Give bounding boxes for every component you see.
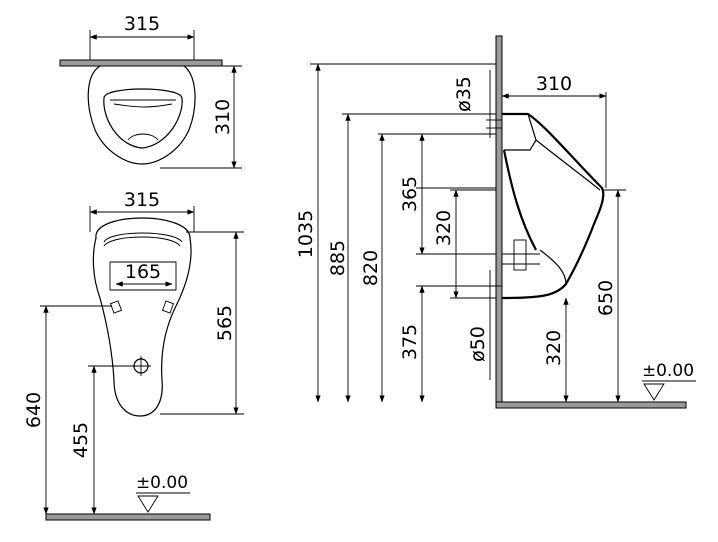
side-view-rim-height-label: 650 — [595, 280, 617, 316]
top-view-width-label: 315 — [124, 13, 160, 35]
front-view-width-label: 315 — [124, 189, 160, 211]
top-view-bowl-inner — [103, 88, 183, 149]
side-view-floor — [495, 401, 687, 409]
side-view-level-triangle-icon — [643, 383, 665, 401]
side-view-outlet-diameter-label: ø50 — [467, 326, 489, 362]
front-view-inner-width-label: 165 — [125, 261, 161, 283]
front-view-floor-level: ±0.00 — [136, 473, 188, 493]
top-view: 315 310 — [59, 13, 242, 169]
side-view-depth-label: 310 — [536, 73, 572, 95]
front-view-outlet-height-label: 455 — [70, 422, 92, 458]
side-view-dim-320-upper-label: 320 — [433, 210, 455, 246]
front-view-mount-height-label: 640 — [23, 392, 45, 428]
top-view-bowl-outline — [87, 65, 196, 165]
front-view-height-label: 565 — [214, 305, 236, 341]
side-view-wall — [495, 35, 503, 409]
side-view-floor-level: ±0.00 — [642, 361, 694, 381]
side-view-inlet-diameter-label: ø35 — [453, 76, 475, 112]
front-view-level-triangle-icon — [137, 495, 159, 513]
top-view-wall — [59, 59, 223, 67]
side-view-urinal-outline — [501, 112, 605, 300]
side-view-height-885-label: 885 — [327, 240, 349, 276]
side-view-dim-365-label: 365 — [399, 176, 421, 212]
front-view: 315 165 565 640 455 ±0.00 — [23, 189, 244, 521]
top-view-depth-label: 310 — [212, 99, 234, 135]
front-view-outline — [92, 217, 192, 417]
side-view-dim-375-label: 375 — [399, 324, 421, 360]
side-view-total-height-label: 1035 — [295, 210, 317, 258]
side-view-dim-320-lower-label: 320 — [543, 330, 565, 366]
front-view-floor — [45, 513, 211, 521]
side-view-height-820-label: 820 — [360, 250, 382, 286]
side-view: 310 ø35 1035 885 820 365 320 375 — [295, 35, 696, 409]
